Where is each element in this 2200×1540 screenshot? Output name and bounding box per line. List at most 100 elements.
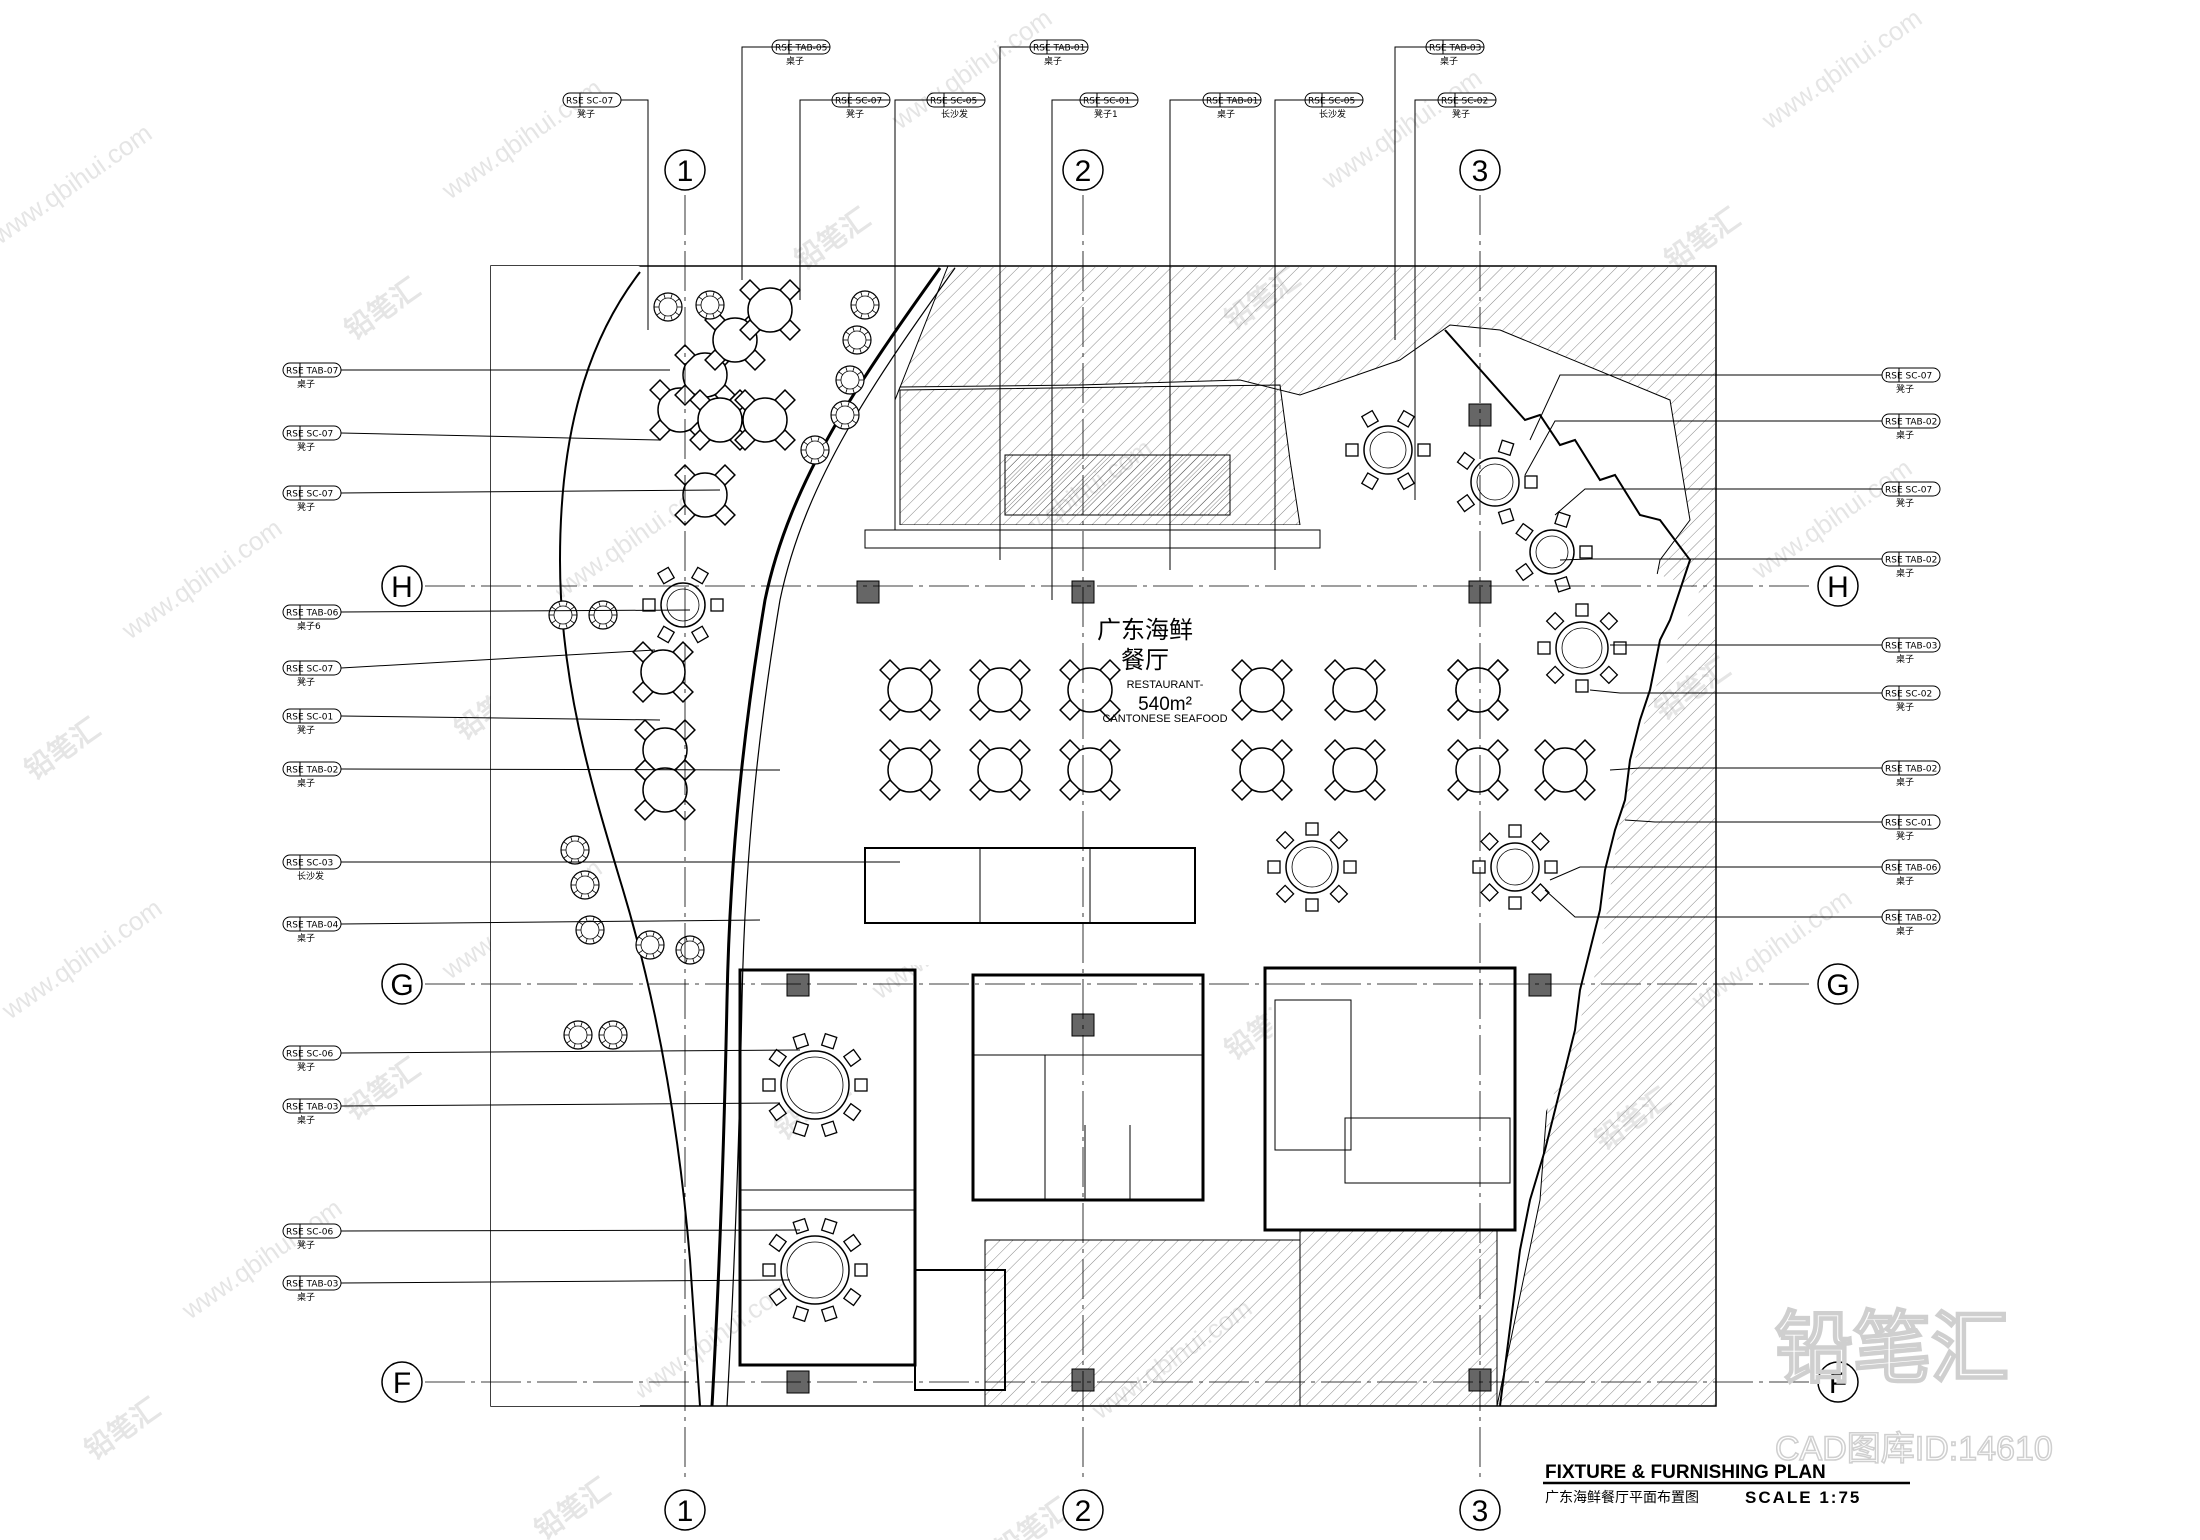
tag-top-9-desc: 凳子 <box>1452 109 1470 120</box>
tag-right-8-code: RSE TAB-06 <box>1885 864 1938 874</box>
barrel-seat-7 <box>548 600 578 630</box>
room-area: 540m² <box>1138 694 1192 715</box>
tag-left-12-code: RSE TAB-03 <box>286 1280 338 1290</box>
grid-label-col-2-top: 2 <box>1075 155 1092 188</box>
barrel-seat-13 <box>598 1020 628 1050</box>
tag-left-1: RSE SC-07 凳子 <box>282 425 661 453</box>
watermark-cad-id: CAD图库ID:14610 <box>1775 1430 2053 1468</box>
terrace-table-b-2 <box>634 759 696 821</box>
booth-seating <box>864 529 1321 924</box>
corner-watermark: 铅笔汇 CAD图库ID:14610 <box>1774 1303 2054 1469</box>
tag-top-6-desc: 桌子 <box>1217 108 1235 120</box>
tag-left-12-desc: 桌子 <box>297 1291 315 1303</box>
grid-bubble-row-h-left: H <box>381 565 423 607</box>
tag-right-6-code: RSE TAB-02 <box>1885 765 1937 775</box>
drawing-title-en: FIXTURE & FURNISHING PLAN <box>1545 1462 1826 1483</box>
svg-text:铅笔汇: 铅笔汇 <box>338 1051 426 1126</box>
staircase <box>1004 454 1231 516</box>
grid-label-col-1-top: 1 <box>677 155 694 188</box>
table-row1-3 <box>1231 659 1293 721</box>
tag-right-1-desc: 桌子 <box>1896 429 1914 441</box>
barrel-seat-1 <box>695 290 725 320</box>
grid-label-col-2-bottom: 2 <box>1075 1495 1092 1528</box>
tag-top-1-desc: 桌子 <box>786 55 804 67</box>
vip-round-table-1 <box>762 1032 868 1138</box>
drawing-scale: SCALE 1:75 <box>1745 1488 1861 1507</box>
tag-right-7-desc: 凳子 <box>1896 831 1914 842</box>
tag-top-0-desc: 凳子 <box>577 109 595 120</box>
terrace-table-3 <box>739 279 801 341</box>
tag-right-2-code: RSE SC-07 <box>1885 486 1932 496</box>
grid-bubble-col-1-top: 1 <box>664 149 706 191</box>
grid-label-row-g-right: G <box>1826 969 1849 1002</box>
table-row2-6 <box>1534 739 1596 801</box>
tag-top-3-code: RSE SC-05 <box>930 97 977 107</box>
grid-bubble-col-3-top: 3 <box>1459 149 1501 191</box>
barrel-seat-12 <box>563 1020 593 1050</box>
svg-text:www.qbihui.com: www.qbihui.com <box>115 513 287 646</box>
tag-top-0-code: RSE SC-07 <box>566 97 613 107</box>
tag-left-6-code: RSE TAB-02 <box>286 766 338 776</box>
table-row1-6 <box>1447 659 1509 721</box>
table-row1-0 <box>879 659 941 721</box>
title-block: FIXTURE & FURNISHING PLAN 广东海鲜餐厅平面布置图 SC… <box>1543 1462 1910 1507</box>
watermark-brand-logo: 铅笔汇 <box>1775 1304 2009 1394</box>
barrel-seat-10 <box>570 870 600 900</box>
grid-label-row-f-left: F <box>393 1367 411 1400</box>
tag-top-2-desc: 凳子 <box>846 109 864 120</box>
grid-bubble-row-g-right: G <box>1817 963 1859 1005</box>
svg-text:www.qbihui.com: www.qbihui.com <box>0 118 157 251</box>
column-0 <box>856 580 880 604</box>
tag-right-8-desc: 桌子 <box>1896 875 1914 887</box>
grid-bubble-col-2-bottom: 2 <box>1062 1489 1104 1531</box>
svg-text:铅笔汇: 铅笔汇 <box>528 1471 616 1540</box>
table-row1-4 <box>1324 659 1386 721</box>
room-name-cn-2: 餐厅 <box>1121 646 1169 674</box>
tag-right-3-code: RSE TAB-02 <box>1885 556 1937 566</box>
tag-left-3-desc: 桌子6 <box>297 620 321 632</box>
tag-left-1-desc: 凳子 <box>297 442 315 453</box>
svg-text:www.qbihui.com: www.qbihui.com <box>175 1193 347 1326</box>
barrel-seat-6 <box>800 435 830 465</box>
barrel-seat-5 <box>830 400 860 430</box>
table-row2-4 <box>1324 739 1386 801</box>
svg-text:www.qbihui.com: www.qbihui.com <box>885 3 1057 136</box>
tag-right-6-desc: 桌子 <box>1896 776 1914 788</box>
tag-left-1-code: RSE SC-07 <box>286 430 333 440</box>
barrel-seat-9 <box>560 835 590 865</box>
grid-lines <box>425 195 1815 1480</box>
tag-right-9-desc: 桌子 <box>1896 925 1914 937</box>
table-row2-0 <box>879 739 941 801</box>
svg-text:www.qbihui.com: www.qbihui.com <box>0 893 167 1026</box>
room-name-cn-1: 广东海鲜 <box>1097 616 1193 644</box>
barrel-seat-0 <box>653 292 683 322</box>
barrel-seat-3 <box>842 325 872 355</box>
tag-top-5-code: RSE SC-01 <box>1083 97 1130 107</box>
grid-bubble-col-3-bottom: 3 <box>1459 1489 1501 1531</box>
tag-right-5-desc: 凳子 <box>1896 702 1914 713</box>
barrel-seat-11 <box>575 915 605 945</box>
barrel-seat-8 <box>588 600 618 630</box>
dining-floor <box>760 418 1700 1230</box>
tag-left-6-desc: 桌子 <box>297 777 315 789</box>
grid-bubble-row-f-right: F <box>1817 1361 1859 1403</box>
zigzag-facade-wall <box>1444 329 1692 1407</box>
tag-left-2-code: RSE SC-07 <box>286 490 333 500</box>
tag-right-2-desc: 凳子 <box>1896 498 1914 509</box>
